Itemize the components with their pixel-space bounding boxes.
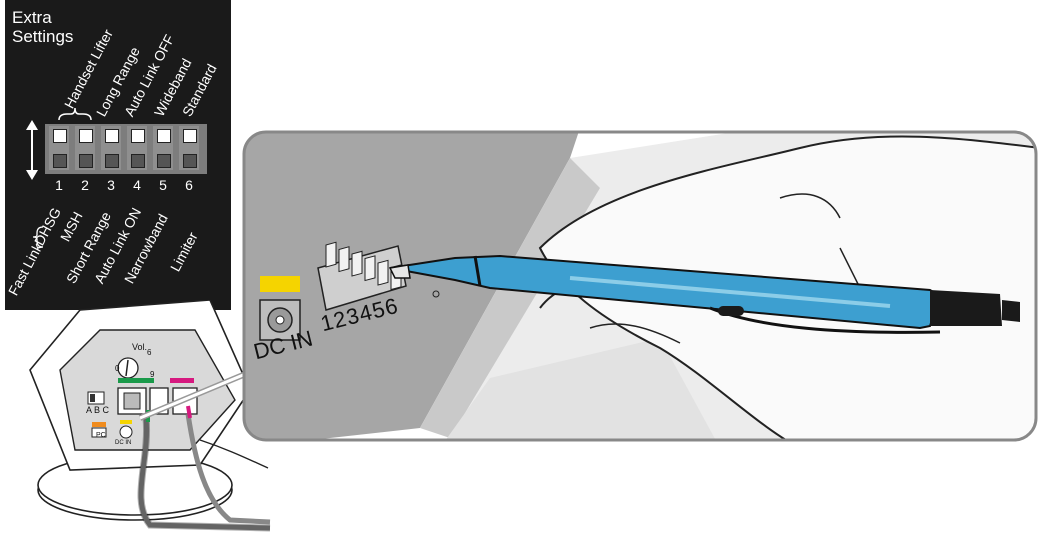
dip-switch-1[interactable] bbox=[49, 126, 69, 170]
dip-switch-4[interactable] bbox=[127, 126, 147, 170]
switch-number-5: 5 bbox=[153, 177, 173, 193]
vol-label: Vol. bbox=[132, 342, 147, 352]
switch-number-4: 4 bbox=[127, 177, 147, 193]
settings-panel: Extra Settings Handset Lifter Long Range… bbox=[5, 0, 231, 310]
dip-switch-3[interactable] bbox=[101, 126, 121, 170]
pc-label: PC bbox=[96, 432, 106, 439]
dial-num-6: 6 bbox=[147, 348, 151, 357]
closeup-frame bbox=[240, 128, 1039, 448]
dial-num-9: 9 bbox=[150, 370, 154, 379]
switch-number-1: 1 bbox=[49, 177, 69, 193]
brace-icon-2 bbox=[31, 225, 45, 249]
dcin-small-label: DC IN bbox=[115, 440, 131, 446]
dip-switch-block bbox=[45, 124, 207, 174]
up-down-arrow-icon bbox=[17, 120, 47, 180]
switch-number-3: 3 bbox=[101, 177, 121, 193]
brace-icon bbox=[55, 106, 95, 126]
label-limiter: Limiter bbox=[167, 229, 201, 274]
dip-switch-2[interactable] bbox=[75, 126, 95, 170]
panel-title: Extra Settings bbox=[12, 8, 73, 46]
switch-number-2: 2 bbox=[75, 177, 95, 193]
abc-label: A B C bbox=[86, 405, 109, 415]
dip-switch-6[interactable] bbox=[179, 126, 199, 170]
switch-number-6: 6 bbox=[179, 177, 199, 193]
dial-num-0: 0 bbox=[115, 364, 119, 373]
dip-switch-5[interactable] bbox=[153, 126, 173, 170]
